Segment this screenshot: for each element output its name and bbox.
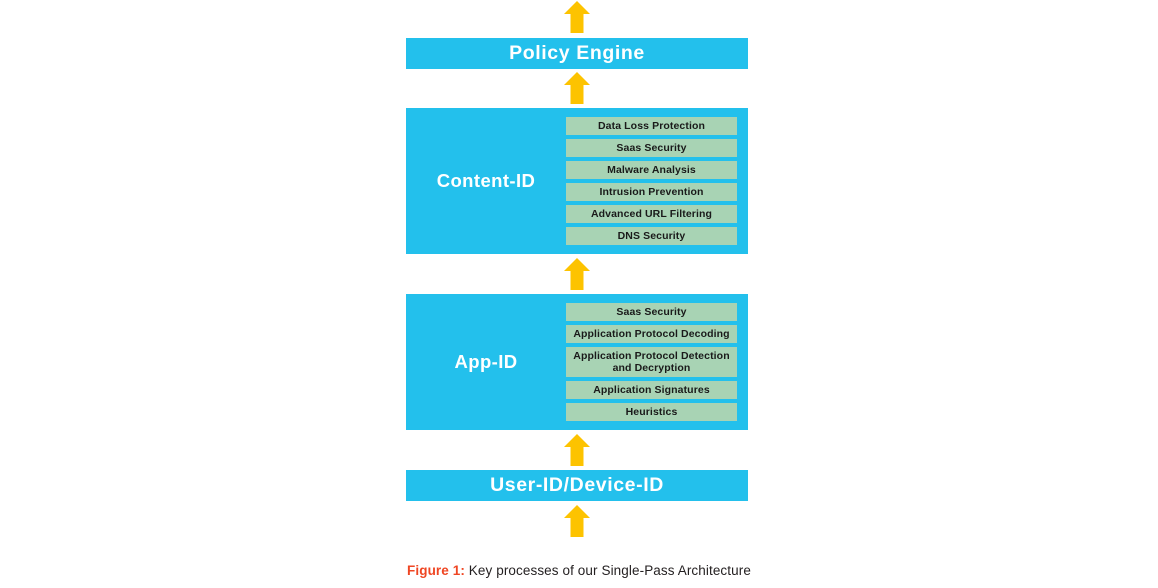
- app-id-label: App-ID: [454, 351, 518, 372]
- list-item[interactable]: Saas Security: [566, 139, 737, 157]
- arrow-up-icon: [564, 258, 590, 290]
- arrow-row-app-to-user: [406, 433, 748, 467]
- content-id-label: Content-ID: [436, 170, 536, 191]
- arrow-row-bottom: [406, 504, 748, 538]
- arrow-up-icon: [564, 505, 590, 537]
- list-item[interactable]: Application Signatures: [566, 381, 737, 399]
- policy-engine-label: Policy Engine: [509, 42, 645, 64]
- list-item[interactable]: DNS Security: [566, 227, 737, 245]
- figure-caption: Figure 1: Key processes of our Single-Pa…: [0, 563, 1158, 578]
- list-item[interactable]: Application Protocol Detection and Decry…: [566, 347, 737, 377]
- list-item[interactable]: Application Protocol Decoding: [566, 325, 737, 343]
- figure-number-label: Figure 1:: [407, 563, 465, 578]
- user-id-device-id-label: User-ID/Device-ID: [490, 474, 664, 496]
- list-item[interactable]: Heuristics: [566, 403, 737, 421]
- app-id-panel[interactable]: App-ID Saas Security Application Protoco…: [406, 294, 748, 430]
- policy-engine-bar[interactable]: Policy Engine: [406, 38, 748, 69]
- user-id-device-id-bar[interactable]: User-ID/Device-ID: [406, 470, 748, 501]
- arrow-up-icon: [564, 1, 590, 33]
- arrow-row-top: [406, 0, 748, 34]
- arrow-up-icon: [564, 72, 590, 104]
- arrow-up-icon: [564, 434, 590, 466]
- content-id-item-list: Data Loss Protection Saas Security Malwa…: [566, 117, 748, 245]
- list-item[interactable]: Intrusion Prevention: [566, 183, 737, 201]
- figure-caption-text: Key processes of our Single-Pass Archite…: [464, 563, 751, 578]
- app-id-item-list: Saas Security Application Protocol Decod…: [566, 303, 748, 421]
- arrow-row-policy-to-content: [406, 71, 748, 105]
- content-id-panel[interactable]: Content-ID Data Loss Protection Saas Sec…: [406, 108, 748, 254]
- list-item[interactable]: Advanced URL Filtering: [566, 205, 737, 223]
- list-item[interactable]: Saas Security: [566, 303, 737, 321]
- list-item[interactable]: Data Loss Protection: [566, 117, 737, 135]
- single-pass-architecture-stack: Policy Engine Content-ID Data Loss Prote…: [406, 0, 748, 538]
- list-item[interactable]: Malware Analysis: [566, 161, 737, 179]
- arrow-row-content-to-app: [406, 257, 748, 291]
